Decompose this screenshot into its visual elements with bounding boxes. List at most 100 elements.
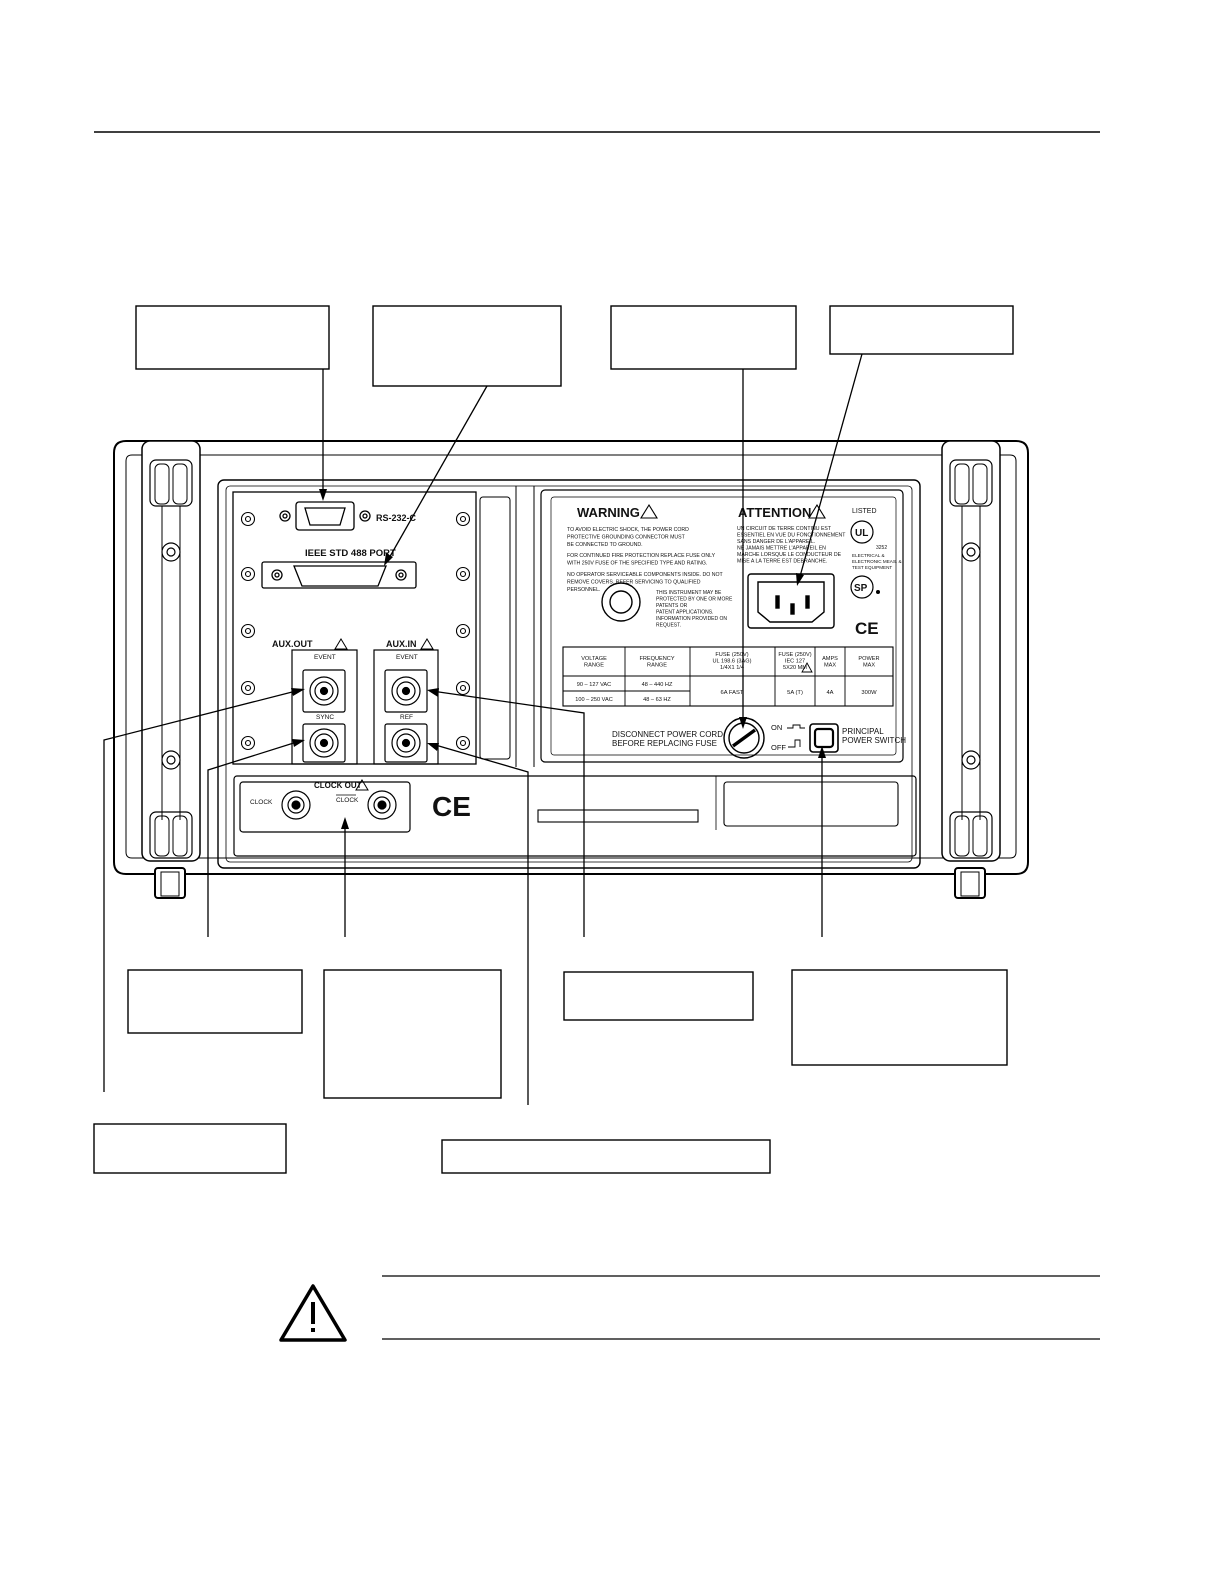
table-header-5-2: MAX	[824, 663, 836, 669]
ce-mark-module: CE	[432, 791, 471, 822]
table-header-6-1: POWER	[858, 656, 879, 662]
ul-category-line-3: TEST EQUIPMENT	[852, 565, 892, 570]
table-header-1-2: RANGE	[584, 663, 604, 669]
table-header-4-2: IEC 127	[785, 659, 805, 665]
rear-panel-plate	[217, 479, 921, 869]
table-header-3-1: FUSE (250V)	[715, 652, 748, 658]
clock-label: CLOCK	[250, 799, 273, 806]
aux-out-event-bnc	[302, 669, 346, 713]
callout-box-power-switch	[791, 969, 1008, 1066]
table-merged-3-1: 4A	[826, 690, 833, 696]
aux-out-label: AUX.OUT	[272, 639, 313, 649]
clock-out-frame	[239, 781, 411, 833]
clock-out-warning-icon	[355, 779, 369, 791]
attention-line-5: MARCHE LORSQUE LE CONDUCTEUR DE	[737, 552, 842, 558]
attention-line-2: ESSENTIEL EN VUE DU FONCTIONNEMENT	[737, 533, 846, 539]
aux-in-frame	[373, 649, 439, 765]
attention-line-3: SANS DANGER DE L'APPAREIL.	[737, 539, 815, 545]
warning-line-2: PROTECTIVE GROUNDING CONNECTOR MUST	[567, 535, 686, 541]
table-merged-1-1: 6A FAST	[721, 690, 744, 696]
callout-box-rs232	[135, 305, 330, 370]
warning-text: TO AVOID ELECTRIC SHOCK, THE POWER CORDP…	[567, 527, 723, 593]
callout-box-power-connector	[829, 305, 1014, 355]
aux-in-ref-label: REF	[400, 714, 413, 721]
leader-arrowheads	[291, 489, 826, 829]
table-frequency-row2-1: 48 – 63 HZ	[643, 697, 671, 703]
callout-box-ieee	[372, 305, 562, 387]
ul-category-line-2: ELECTRONIC MEAS. &	[852, 559, 902, 564]
warning-line-fire-2: WITH 250V FUSE OF THE SPECIFIED TYPE AND…	[567, 561, 707, 567]
callout-box-clock-out	[323, 969, 502, 1099]
handle-screws	[161, 542, 981, 770]
clock-module-plate	[233, 775, 917, 857]
aux-in-label: AUX.IN	[386, 639, 417, 649]
listed-label: LISTED	[852, 508, 877, 515]
switch-label-line-1: PRINCIPAL	[842, 727, 884, 736]
module-screws	[240, 511, 471, 751]
ul-logo: UL	[850, 520, 874, 544]
warning-line-service-3: PERSONNEL.	[567, 587, 600, 593]
aux-in-warning-icon	[420, 638, 434, 650]
table-header-1-1: VOLTAGE	[581, 656, 607, 662]
attention-line-6: MISE A LA TERRE EST DEBRANCHE.	[737, 559, 827, 565]
rs232-connector	[279, 501, 371, 531]
ground-screw	[601, 582, 641, 622]
table-header-3-3: 1/4X1 1/4	[720, 665, 744, 671]
table-header-5-1: AMPS	[822, 656, 838, 662]
patent-line-1: THIS INSTRUMENT MAY BE	[656, 590, 722, 596]
aux-out-frame	[291, 649, 358, 765]
table-header-4-1: FUSE (250V)	[778, 652, 811, 658]
table-header-2-1: FREQUENCY	[639, 656, 674, 662]
attention-text: UN CIRCUIT DE TERRE CONTINU ESTESSENTIEL…	[737, 526, 846, 565]
patent-line-3: PATENTS OR	[656, 603, 688, 609]
switch-on-label: ON	[771, 723, 782, 732]
table-merged-2-1: 5A (T)	[787, 690, 803, 696]
ratings-table	[562, 646, 894, 707]
aux-in-event-label: EVENT	[396, 654, 418, 661]
callout-box-aux-in-event	[563, 971, 754, 1021]
warning-title-icon	[640, 503, 658, 519]
aux-out-sync-bnc	[302, 723, 346, 763]
ul-category-text: ELECTRICAL &ELECTRONIC MEAS. &TEST EQUIP…	[852, 553, 902, 570]
table-frequency-row1-1: 48 – 440 HZ	[642, 682, 673, 688]
ce-mark-power: CE	[855, 619, 879, 638]
patent-line-6: REQUEST.	[656, 623, 681, 629]
callout-box-aux-out-sync	[127, 969, 303, 1034]
ieee-connector	[261, 561, 417, 589]
patent-line-4: PATENT APPLICATIONS.	[656, 610, 713, 616]
warning-line-fire-1: FOR CONTINUED FIRE PROTECTION REPLACE FU…	[567, 553, 716, 559]
clock-out-label: CLOCK OUT	[314, 781, 362, 790]
leader-lines	[103, 353, 863, 1105]
table-voltage-row2-1: 100 – 250 VAC	[575, 697, 613, 703]
rs232-label: RS-232-C	[376, 513, 417, 523]
warning-line-service-1: NO OPERATOR SERVICEABLE COMPONENTS INSID…	[567, 572, 723, 578]
ul-logo-text: UL	[855, 528, 868, 539]
io-module-blank	[479, 496, 511, 760]
table-merged-4-1: 300W	[861, 690, 877, 696]
fuse-note-line-2: BEFORE REPLACING FUSE	[612, 739, 717, 748]
table-header-3-2: UL 198.6 (3AG)	[713, 659, 752, 665]
patent-line-2: PROTECTED BY ONE OR MORE	[656, 597, 733, 603]
switch-on-symbol	[787, 724, 805, 729]
power-module-inner	[550, 496, 897, 756]
table-voltage-row1-1: 90 – 127 VAC	[577, 682, 611, 688]
csa-logo: SP	[850, 575, 880, 599]
warning-line-3: BE CONNECTED TO GROUND.	[567, 542, 643, 548]
callout-box-fuse	[610, 305, 797, 370]
aux-in-event-bnc	[384, 669, 428, 713]
aux-out-warning-icon	[334, 638, 348, 650]
clock-smb-connector	[281, 790, 311, 820]
callout-box-aux-in-ref	[441, 1139, 771, 1174]
table-header-2-2: RANGE	[647, 663, 667, 669]
blank-plate	[723, 781, 899, 827]
patent-line-5: INFORMATION PROVIDED ON	[656, 616, 727, 622]
table-warning-icon	[801, 662, 813, 673]
attention-title-icon	[808, 503, 826, 519]
aux-out-sync-label: SYNC	[316, 714, 334, 721]
warning-line-service-2: REMOVE COVERS. REFER SERVICING TO QUALIF…	[567, 580, 701, 586]
warning-title: WARNING	[577, 505, 640, 520]
